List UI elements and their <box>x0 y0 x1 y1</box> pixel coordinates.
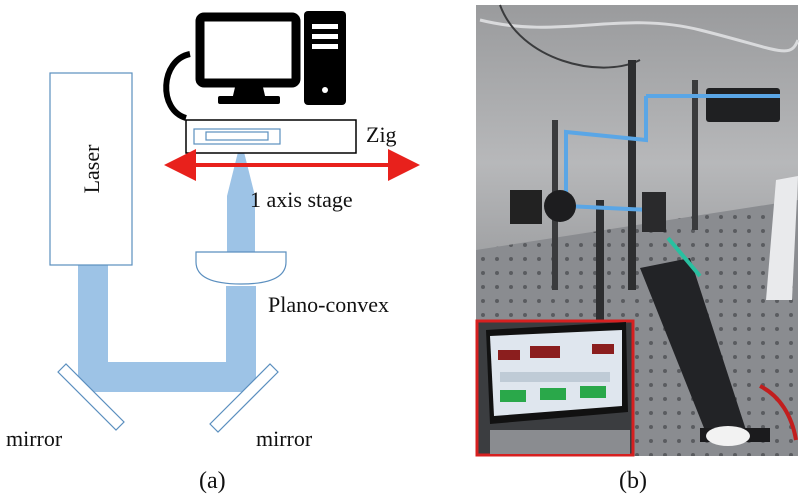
laser-beam <box>78 152 256 392</box>
schematic: Laser Zig 1 axis stage Plano-convex <box>6 11 420 494</box>
zig-label: Zig <box>366 122 397 147</box>
mirror-left <box>57 363 125 431</box>
caption-a: (a) <box>199 468 226 494</box>
mirror-left-label: mirror <box>6 426 63 451</box>
caption-b: (b) <box>619 468 647 494</box>
plano-convex-lens <box>195 251 287 285</box>
zig-plate <box>185 119 357 154</box>
stage-label: 1 axis stage <box>250 187 353 212</box>
computer-icon <box>163 11 346 121</box>
mirror-right-label: mirror <box>256 426 313 451</box>
monitor-inset <box>475 319 635 457</box>
laser-box <box>49 72 133 266</box>
mirror-right <box>209 363 279 433</box>
laser-label: Laser <box>79 144 104 194</box>
lens-label: Plano-convex <box>268 292 389 317</box>
